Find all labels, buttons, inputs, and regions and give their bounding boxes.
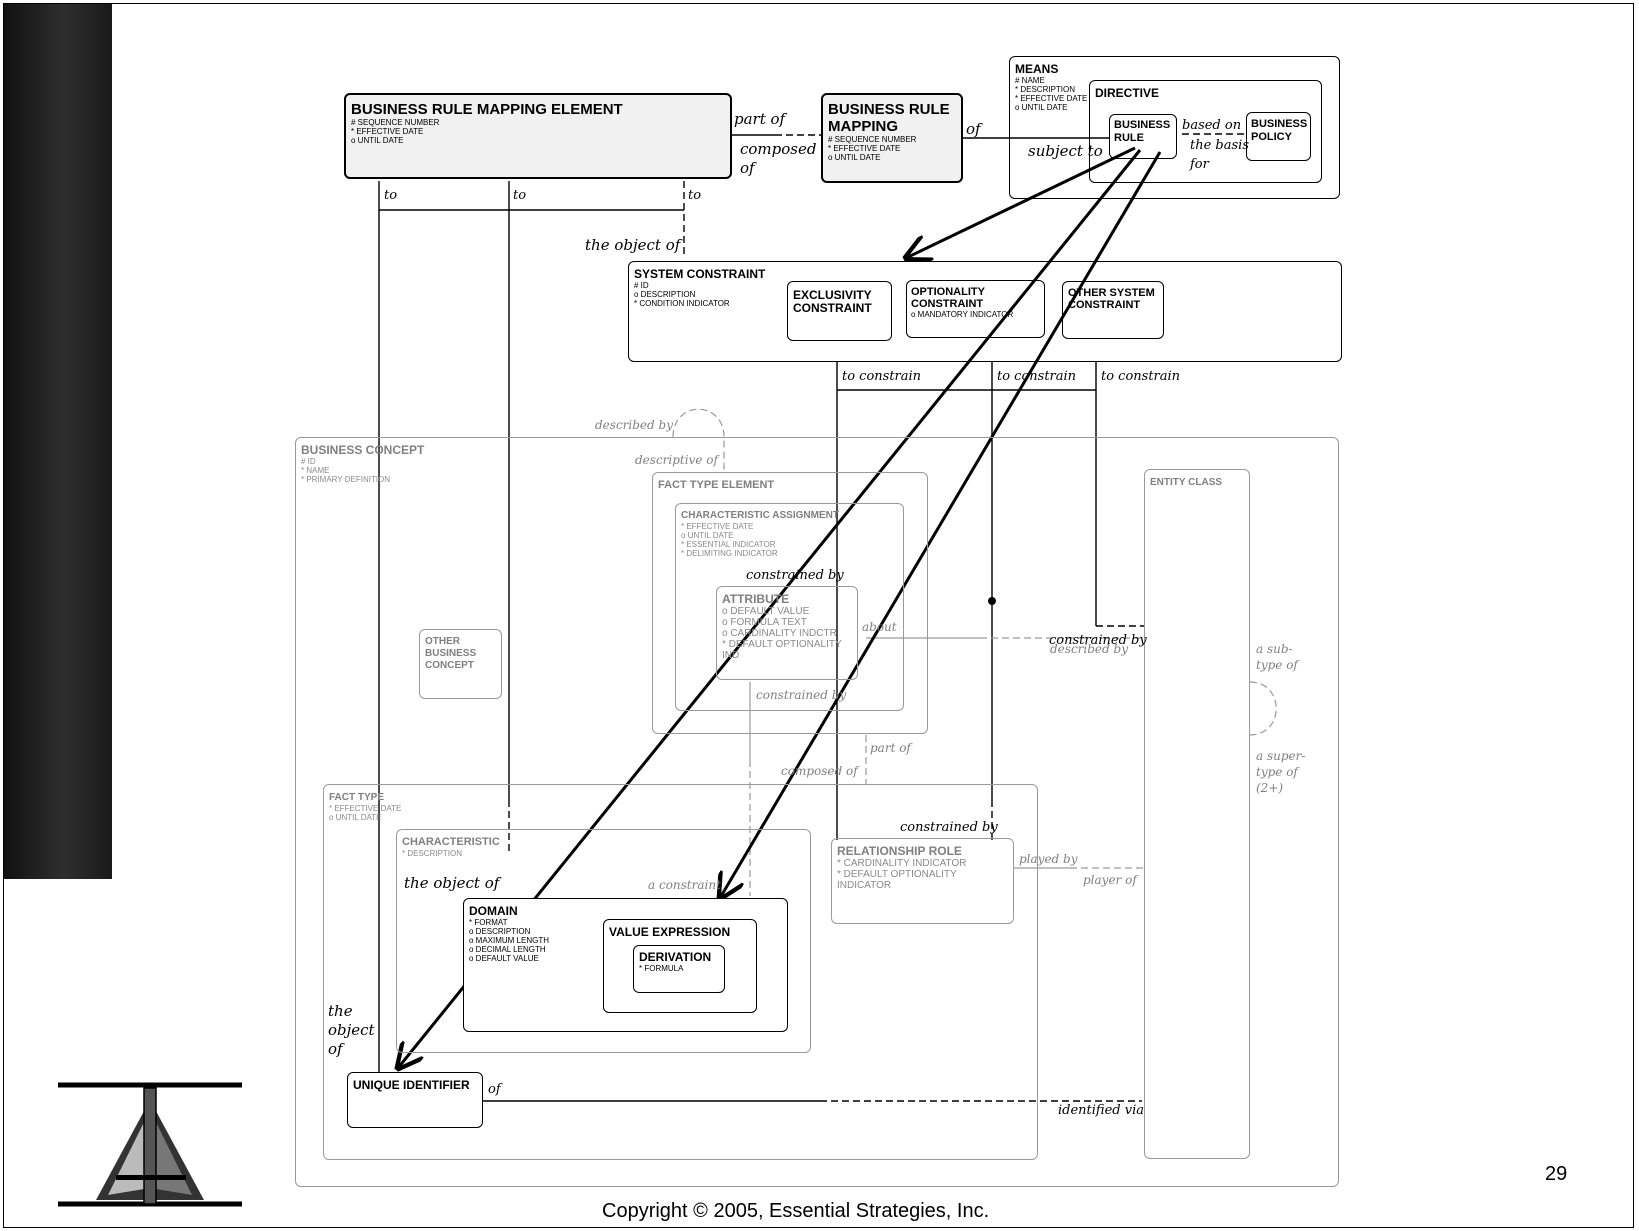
business-rule-mapping-box: BUSINESS RULE MAPPING # SEQUENCE NUMBER …	[821, 93, 963, 183]
page-number: 29	[1545, 1163, 1568, 1185]
system-constraint-title: SYSTEM CONSTRAINT	[634, 267, 766, 281]
slide-sidebar-bar	[4, 4, 112, 879]
derivation-attrs: * FORMULA	[639, 964, 684, 973]
label-constrained-by-3: constrained by	[1049, 633, 1147, 648]
business-rule-mapping-element-attrs: # SEQUENCE NUMBER * EFFECTIVE DATE o UNT…	[351, 118, 440, 145]
label-the-object-of-3: the object of	[328, 1002, 375, 1058]
value-expression-title: VALUE EXPRESSION	[609, 925, 731, 939]
label-the-basis-for: the basis for	[1190, 138, 1249, 172]
business-rule-mapping-element-title: BUSINESS RULE MAPPING ELEMENT	[351, 101, 623, 118]
label-to-3: to	[688, 188, 702, 203]
label-a-constraint: a constraint	[648, 878, 721, 892]
business-concept-attrs: # ID * NAME * PRIMARY DEFINITION	[301, 457, 391, 484]
unique-identifier-box: UNIQUE IDENTIFIER	[347, 1072, 483, 1128]
slide-frame	[3, 3, 1634, 1228]
unique-identifier-title: UNIQUE IDENTIFIER	[353, 1078, 470, 1092]
label-constrained-by-4: constrained by	[900, 820, 998, 835]
essential-strategies-logo-icon	[58, 1082, 242, 1207]
business-rule-mapping-attrs: # SEQUENCE NUMBER * EFFECTIVE DATE o UNT…	[828, 135, 917, 162]
label-constrained-by-1: constrained by	[746, 568, 844, 583]
other-business-concept-box: OTHER BUSINESS CONCEPT	[419, 629, 502, 699]
business-rule-box: BUSINESS RULE	[1109, 114, 1177, 159]
means-box: MEANS # NAME * DESCRIPTION * EFFECTIVE D…	[1009, 56, 1340, 199]
label-of-2: of	[488, 1082, 501, 1097]
derivation-box: DERIVATION * FORMULA	[633, 945, 725, 993]
fact-type-attrs: * EFFECTIVE DATE o UNTIL DATE	[329, 804, 402, 822]
business-policy-title: BUSINESS POLICY	[1251, 118, 1308, 143]
business-rule-mapping-element-box: BUSINESS RULE MAPPING ELEMENT # SEQUENCE…	[344, 93, 732, 179]
directive-title: DIRECTIVE	[1095, 86, 1160, 100]
label-to-constrain-2: to constrain	[997, 369, 1077, 384]
label-about: about	[862, 620, 897, 634]
label-player-of: player of	[1083, 873, 1137, 887]
entity-class-box: ENTITY CLASS	[1144, 469, 1250, 1159]
characteristic-assignment-attrs: * EFFECTIVE DATE o UNTIL DATE * ESSENTIA…	[681, 522, 778, 558]
fact-type-box: FACT TYPE * EFFECTIVE DATE o UNTIL DATE	[323, 784, 1038, 1160]
label-the-object-of-1: the object of	[585, 236, 681, 254]
label-part-of: part of	[734, 110, 786, 128]
exclusivity-constraint-title: EXCLUSIVITY CONSTRAINT	[793, 288, 872, 315]
label-played-by: played by	[1019, 852, 1078, 866]
label-the-object-of-2: the object of	[404, 874, 500, 892]
optionality-constraint-box: OPTIONALITY CONSTRAINT o MANDATORY INDIC…	[906, 280, 1045, 338]
attribute-box: ATTRIBUTE o DEFAULT VALUE o FORMULA TEXT…	[716, 586, 858, 680]
exclusivity-constraint-box: EXCLUSIVITY CONSTRAINT	[787, 281, 892, 341]
domain-attrs: * FORMAT o DESCRIPTION o MAXIMUM LENGTH …	[469, 918, 550, 963]
characteristic-attrs: * DESCRIPTION	[402, 849, 463, 858]
copyright-notice: Copyright © 2005, Essential Strategies, …	[602, 1200, 990, 1222]
label-identified-via: identified via	[1058, 1103, 1144, 1118]
label-composed-of: composed of	[740, 140, 817, 177]
business-rule-title: BUSINESS RULE	[1114, 119, 1171, 144]
means-title: MEANS	[1015, 62, 1059, 76]
means-attrs: # NAME * DESCRIPTION * EFFECTIVE DATE o …	[1015, 76, 1088, 112]
label-subject-to: subject to	[1028, 142, 1103, 160]
business-rule-mapping-title: BUSINESS RULE MAPPING	[828, 101, 950, 135]
optionality-constraint-title: OPTIONALITY CONSTRAINT	[911, 286, 985, 310]
label-a-supertype-of: a super- type of (2+)	[1256, 749, 1306, 795]
label-to-constrain-3: to constrain	[1101, 369, 1181, 384]
fact-type-element-title: FACT TYPE ELEMENT	[658, 479, 775, 491]
attribute-attrs: o DEFAULT VALUE o FORMULA TEXT o CARDINA…	[722, 606, 842, 661]
directive-box: DIRECTIVE	[1089, 80, 1322, 183]
label-of: of	[966, 120, 981, 138]
label-based-on: based on	[1182, 118, 1242, 133]
derivation-title: DERIVATION	[639, 950, 712, 964]
label-part-of-2: part of	[870, 741, 911, 755]
optionality-constraint-attrs: o MANDATORY INDICATOR	[911, 310, 1014, 319]
label-constrained-by-2: constrained by	[756, 688, 847, 702]
characteristic-title: CHARACTERISTIC	[402, 836, 500, 848]
label-to-2: to	[513, 188, 527, 203]
system-constraint-attrs: # ID o DESCRIPTION * CONDITION INDICATOR	[634, 281, 730, 308]
label-to-constrain-1: to constrain	[842, 369, 922, 384]
relationship-role-attrs: * CARDINALITY INDICATOR * DEFAULT OPTION…	[837, 858, 967, 891]
characteristic-assignment-title: CHARACTERISTIC ASSIGNMENT	[681, 510, 839, 521]
business-concept-title: BUSINESS CONCEPT	[301, 443, 425, 457]
other-system-constraint-title: OTHER SYSTEM CONSTRAINT	[1068, 287, 1155, 311]
domain-title: DOMAIN	[469, 904, 518, 918]
characteristic-box: CHARACTERISTIC * DESCRIPTION	[396, 829, 811, 1053]
entity-class-title: ENTITY CLASS	[1150, 477, 1223, 488]
label-described-by-1: described by	[595, 418, 673, 432]
business-concept-box: BUSINESS CONCEPT # ID * NAME * PRIMARY D…	[295, 437, 1339, 1187]
system-constraint-box: SYSTEM CONSTRAINT # ID o DESCRIPTION * C…	[628, 261, 1342, 362]
label-descriptive-of: descriptive of	[635, 453, 718, 467]
label-to-1: to	[384, 188, 398, 203]
other-business-concept-title: OTHER BUSINESS CONCEPT	[425, 636, 477, 671]
business-policy-box: BUSINESS POLICY	[1246, 112, 1311, 161]
fact-type-element-box: FACT TYPE ELEMENT	[652, 472, 928, 734]
other-system-constraint-box: OTHER SYSTEM CONSTRAINT	[1062, 281, 1164, 339]
characteristic-assignment-box: CHARACTERISTIC ASSIGNMENT * EFFECTIVE DA…	[675, 503, 904, 711]
relationship-role-box: RELATIONSHIP ROLE * CARDINALITY INDICATO…	[831, 838, 1014, 924]
relationship-role-title: RELATIONSHIP ROLE	[837, 844, 962, 858]
label-composed-of-2: composed of	[781, 764, 858, 778]
label-a-subtype-of: a sub- type of	[1256, 642, 1298, 672]
attribute-title: ATTRIBUTE	[722, 592, 790, 606]
fact-type-title: FACT TYPE	[329, 792, 385, 803]
label-described-by-2: described by	[1050, 642, 1128, 656]
